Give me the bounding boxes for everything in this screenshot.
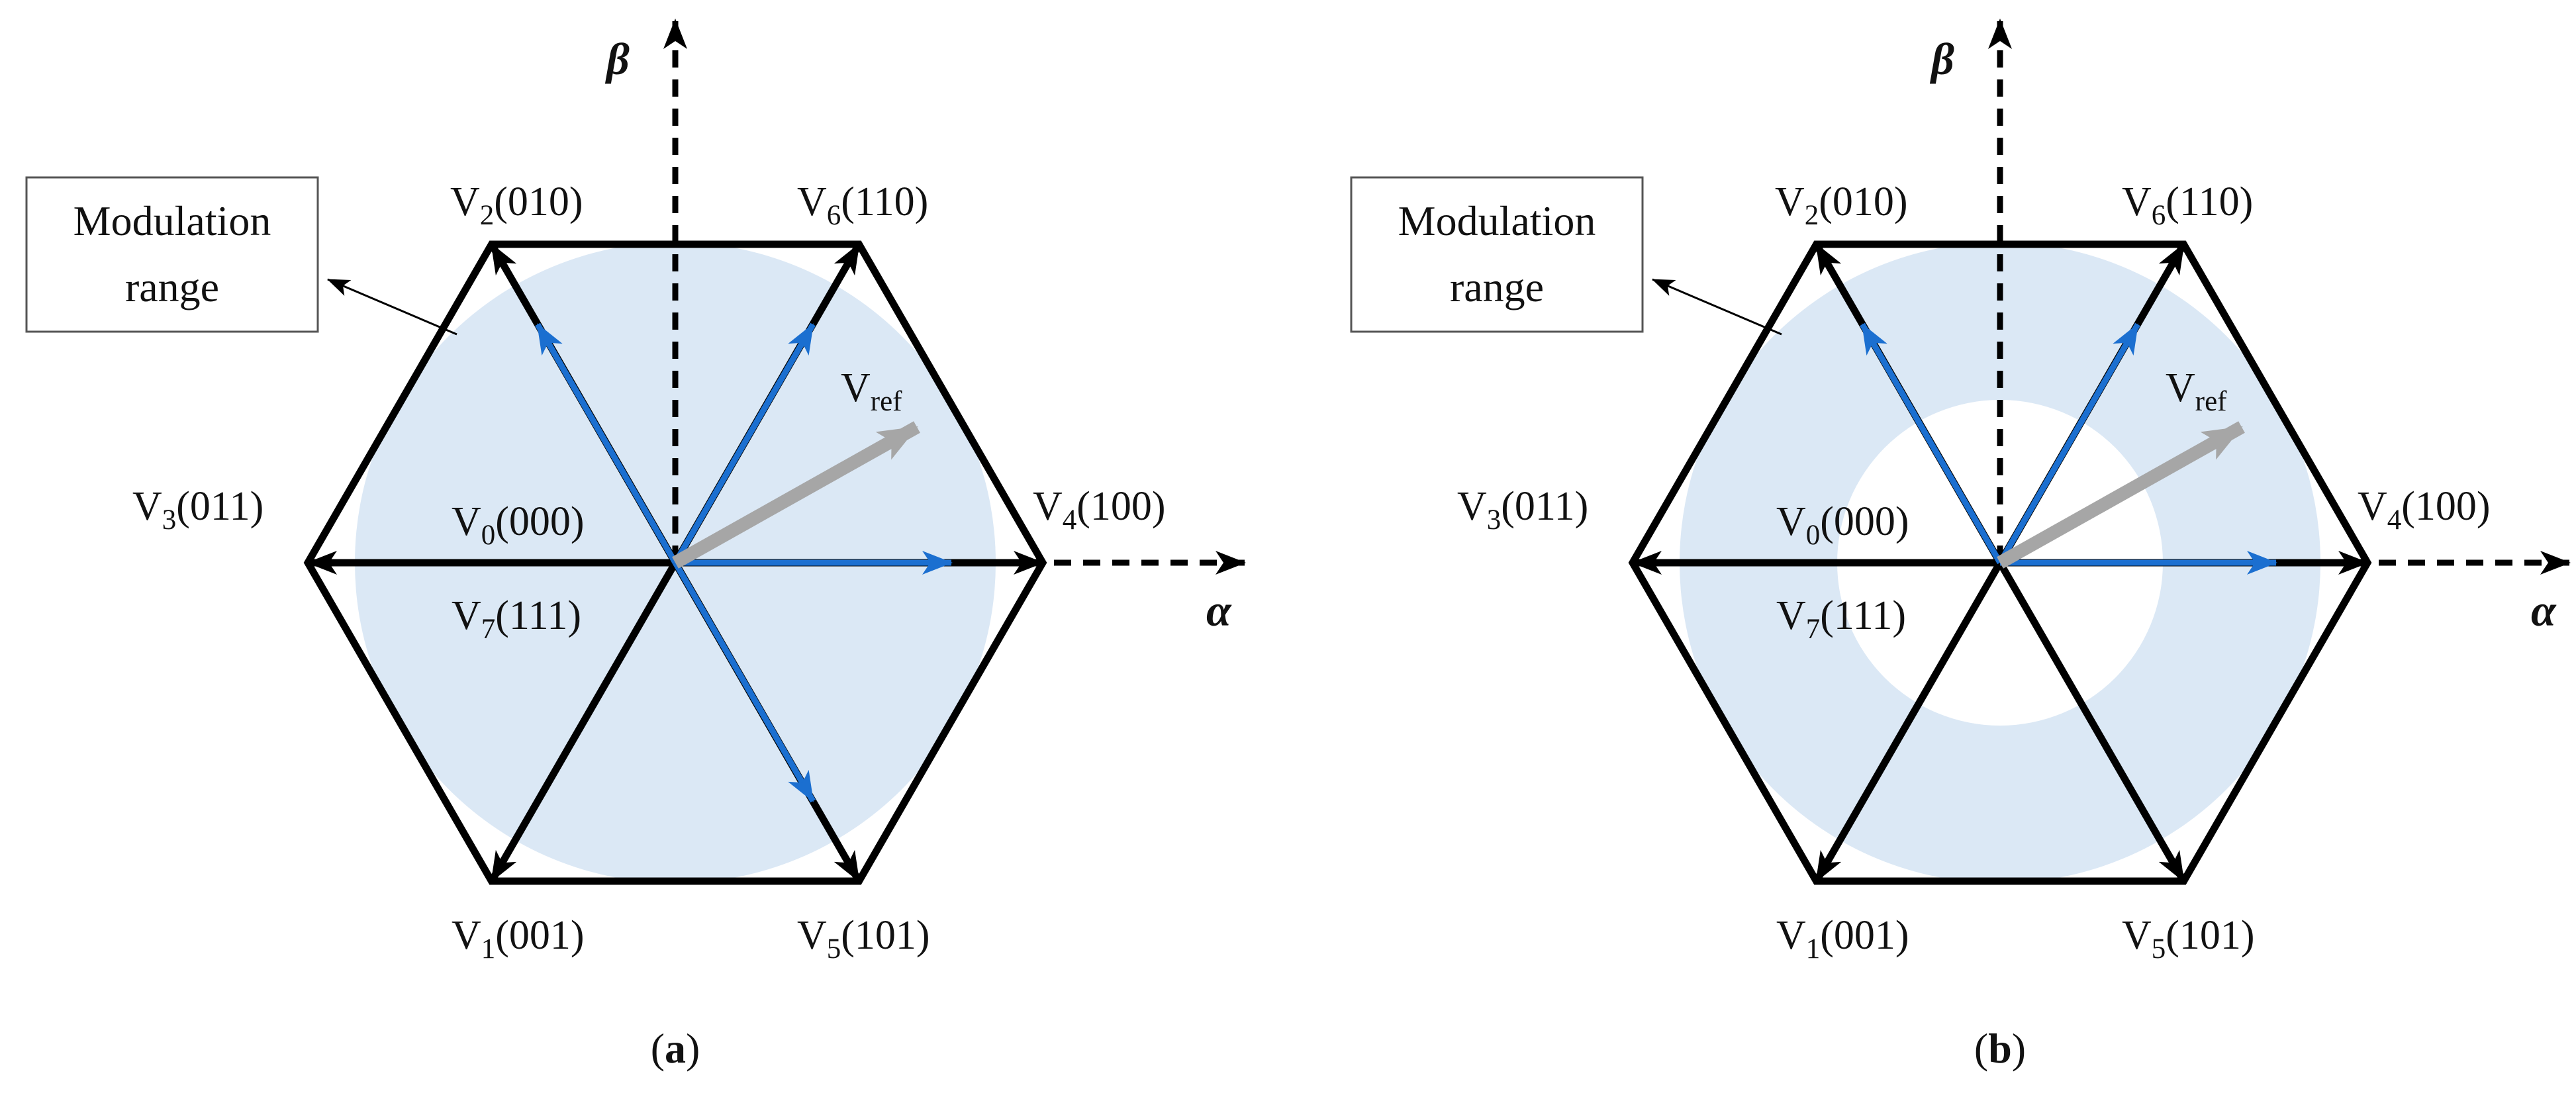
reference-vector bbox=[1997, 421, 2245, 569]
label-v4: V4(100) bbox=[2358, 484, 2491, 536]
alpha-axis-label: α bbox=[2531, 585, 2557, 636]
vector-v1-arrow bbox=[488, 561, 679, 883]
label-v0: V0(000) bbox=[452, 499, 585, 551]
modulation-range-line2: range bbox=[1450, 263, 1544, 310]
label-v6: V6(110) bbox=[797, 179, 928, 231]
alpha-axis-label: α bbox=[1206, 585, 1232, 636]
modulation-range-line1: Modulation bbox=[1398, 197, 1596, 244]
label-v1: V1(001) bbox=[452, 913, 585, 965]
modulation-range-pointer bbox=[1652, 278, 1782, 336]
label-v1: V1(001) bbox=[1776, 913, 1909, 965]
label-v3: V3(011) bbox=[132, 484, 263, 536]
caption-a: (a) bbox=[651, 1025, 700, 1072]
label-v4: V4(100) bbox=[1033, 484, 1166, 536]
modulation-range-box bbox=[1350, 176, 1644, 333]
vector-v1-arrow bbox=[1813, 561, 2003, 883]
beta-axis-label: β bbox=[604, 34, 630, 84]
label-v5: V5(101) bbox=[2122, 913, 2255, 965]
label-v2: V2(010) bbox=[450, 179, 583, 231]
label-v2: V2(010) bbox=[1775, 179, 1908, 231]
panel-b: β α V2(010) V6(110) V3(011) V4(100) V0(0… bbox=[1350, 19, 2571, 1072]
modulation-range-line2: range bbox=[125, 263, 219, 310]
active-vector-v2 bbox=[535, 322, 678, 565]
label-v7: V7(111) bbox=[1776, 593, 1906, 645]
caption-b: (b) bbox=[1974, 1025, 2026, 1072]
modulation-range-pointer bbox=[327, 278, 457, 336]
label-v6: V6(110) bbox=[2122, 179, 2253, 231]
active-vector-v2 bbox=[1860, 322, 2003, 565]
modulation-range-line1: Modulation bbox=[73, 197, 271, 244]
active-vector-v6 bbox=[1997, 322, 2140, 565]
label-v7: V7(111) bbox=[452, 593, 581, 645]
modulation-range-annulus bbox=[1680, 242, 2320, 883]
label-vref: Vref bbox=[2166, 365, 2227, 417]
modulation-range-box bbox=[25, 176, 319, 333]
panel-a: β α V2(010) V6(110) V3(011) V4(100) V0(0… bbox=[25, 19, 1246, 1072]
label-vref: Vref bbox=[841, 365, 902, 417]
active-vector-v5 bbox=[673, 561, 816, 803]
reference-vector bbox=[672, 421, 920, 569]
active-vector-v6 bbox=[673, 322, 816, 565]
beta-axis-label: β bbox=[1929, 34, 1954, 84]
label-v5: V5(101) bbox=[797, 913, 930, 965]
label-v0: V0(000) bbox=[1776, 499, 1909, 551]
label-v3: V3(011) bbox=[1457, 484, 1588, 536]
vector-v5-arrow bbox=[1997, 561, 2187, 883]
